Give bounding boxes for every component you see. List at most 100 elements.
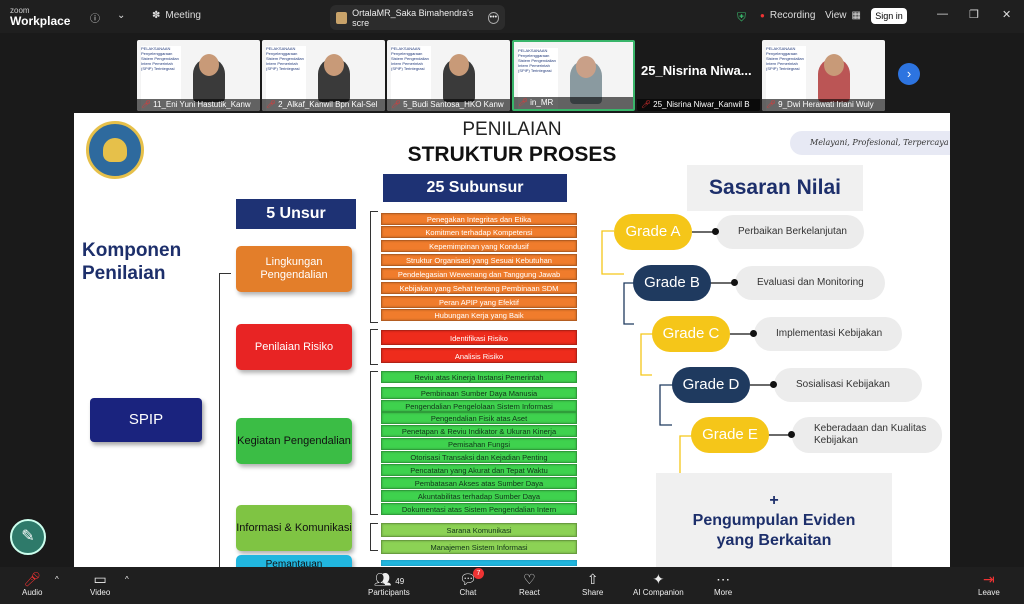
grade-b: Grade B [633, 265, 711, 301]
unsur-lingkungan: Lingkungan Pengendalian [236, 246, 352, 292]
participant-tile[interactable]: PELAKSANAAN Penyelenggaraan Sistem Penge… [762, 40, 885, 111]
grade-a: Grade A [614, 214, 692, 250]
meeting-icon: ✽ [152, 10, 161, 21]
meeting-tab[interactable]: ✽ Meeting [152, 10, 201, 21]
recording-label: Recording [769, 10, 816, 21]
subunsur-item: Manajemen Sistem Informasi [381, 540, 577, 554]
participant-head [824, 54, 844, 76]
ai-companion-button[interactable]: ✦ AI Companion [633, 570, 684, 597]
participant-name-text: 25_Nisrina Niwar_Kanwil B [653, 100, 750, 109]
leave-label: Leave [978, 588, 1000, 597]
recording-indicator[interactable]: ● Recording [760, 10, 815, 21]
participants-label: Participants [368, 588, 410, 597]
subunsur-item: Pemisahan Fungsi [381, 438, 577, 450]
more-button[interactable]: ⋯ More [714, 570, 732, 597]
brand-bottom: Workplace [10, 14, 71, 28]
unsur-informasi: Informasi & Komunikasi [236, 505, 352, 551]
sub-brace [370, 523, 378, 551]
restore-icon[interactable]: ❐ [969, 9, 979, 21]
mic-muted-icon: 🎤︎ [266, 100, 277, 109]
subunsur-item: Akuntabilitas terhadap Sumber Daya [381, 490, 577, 502]
grade-dot [731, 279, 738, 286]
participant-tile-active[interactable]: PELAKSANAAN Penyelenggaraan Sistem Penge… [512, 40, 635, 111]
participants-icon: 👥︎ 49 [373, 571, 405, 587]
video-label: Video [90, 588, 111, 597]
subunsur-item: Dokumentasi atas Sistem Pengendalian Int… [381, 503, 577, 515]
subunsur-item: Peran APIP yang Efektif [381, 296, 577, 308]
grade-dot [770, 381, 777, 388]
subunsur-item: Identifikasi Risiko [381, 330, 577, 345]
participant-name: 🎤︎5_Budi Santosa_HKO Kanw [387, 99, 510, 111]
participants-button[interactable]: 👥︎ 49 Participants [368, 570, 410, 597]
participant-tile[interactable]: PELAKSANAAN Penyelenggaraan Sistem Penge… [262, 40, 385, 111]
leave-button[interactable]: ⇥ Leave [978, 570, 1000, 597]
participant-name: 🎤︎9_Dwi Herawati Iriani Wuly [762, 99, 885, 111]
subunsur-header: 25 Subunsur [383, 174, 567, 202]
grade-b-desc: Evaluasi dan Monitoring [735, 266, 885, 300]
view-button[interactable]: View ▦ [825, 10, 861, 21]
share-button[interactable]: ⇧ Share [582, 570, 603, 597]
spip-box: SPIP [90, 398, 202, 442]
react-button[interactable]: ♡ React [519, 570, 540, 597]
mic-muted-icon: 🎤︎ [641, 100, 652, 109]
participant-tile[interactable]: PELAKSANAAN Penyelenggaraan Sistem Penge… [137, 40, 260, 111]
security-icon[interactable]: ⛨ [737, 10, 747, 24]
participant-name: 🎤︎in_MR [514, 97, 633, 109]
subunsur-item: Kebijakan yang Sehat tentang Pembinaan S… [381, 282, 577, 294]
more-icon: ⋯ [716, 571, 731, 587]
participant-tile[interactable]: PELAKSANAAN Penyelenggaraan Sistem Penge… [387, 40, 510, 111]
meeting-label: Meeting [165, 10, 201, 21]
video-options-chevron[interactable]: ^ [125, 575, 129, 584]
eviden-line2: yang Berkaitan [716, 532, 832, 549]
subunsur-item: Penegakan Integritas dan Etika [381, 213, 577, 225]
sub-brace [370, 211, 378, 323]
next-page-button[interactable]: › [898, 63, 920, 85]
participant-head [324, 54, 344, 76]
shared-screen-slide: Melayani, Profesional, Terpercaya PENILA… [74, 113, 950, 567]
subunsur-item: Pembatasan Akses atas Sumber Daya [381, 477, 577, 489]
subunsur-item: Pengendalian Fisik atas Aset [381, 412, 577, 424]
annotate-pen-button[interactable]: ✎ [10, 519, 46, 555]
mic-muted-icon: 🎤︎ [391, 100, 402, 109]
close-icon[interactable]: ✕ [1002, 9, 1012, 21]
ai-label: AI Companion [633, 588, 684, 597]
subunsur-item: Komitmen terhadap Kompetensi [381, 226, 577, 238]
info-icon[interactable]: ⓘ [90, 14, 100, 25]
share-tab[interactable]: OrtalaMR_Saka Bimahendra's scre ••• [330, 5, 505, 30]
chevron-down-icon[interactable]: ⌄ [117, 10, 126, 21]
motto: Melayani, Profesional, Terpercaya [790, 131, 950, 155]
react-label: React [519, 588, 540, 597]
audio-button[interactable]: 🎤︎ Audio [22, 570, 42, 597]
participants-count: 49 [395, 577, 405, 586]
participant-name: 🎤︎11_Eni Yuni Hastutik_Kanw [137, 99, 260, 111]
grade-a-desc: Perbaikan Berkelanjutan [716, 215, 864, 249]
mic-muted-icon: 🎤︎ [518, 98, 529, 107]
minimize-icon[interactable]: — [937, 8, 948, 20]
video-button[interactable]: ▭ Video [90, 570, 110, 597]
subunsur-item: Analisis Risiko [381, 348, 577, 363]
chat-icon: 💬︎ [459, 571, 477, 587]
unsur-header: 5 Unsur [236, 199, 356, 229]
subunsur-item: Hubungan Kerja yang Baik [381, 309, 577, 321]
participant-head [199, 54, 219, 76]
sign-in-button[interactable]: Sign in [871, 8, 907, 24]
grade-c-desc: Implementasi Kebijakan [754, 317, 902, 351]
audio-options-chevron[interactable]: ^ [55, 575, 59, 584]
eviden-box: + Pengumpulan Eviden yang Berkaitan [656, 473, 892, 567]
view-label: View [825, 10, 847, 21]
sub-brace [370, 329, 378, 365]
mic-muted-icon: 🎤︎ [766, 100, 777, 109]
participant-name-text: 11_Eni Yuni Hastutik_Kanw [153, 100, 251, 109]
share-icon: ⇧ [586, 571, 599, 587]
participant-head [576, 56, 596, 78]
participant-tile[interactable]: 🎤︎25_Nisrina Niwar_Kanwil B [637, 40, 760, 111]
zoom-logo: zoom Workplace [10, 5, 70, 27]
brand-top: zoom [10, 6, 30, 15]
chat-button[interactable]: 💬︎ 7 Chat [459, 568, 484, 597]
mic-muted-icon: 🎤︎ [141, 100, 152, 109]
eviden-plus: + [769, 492, 779, 509]
more-icon[interactable]: ••• [487, 11, 499, 24]
grid-icon: ▦ [851, 10, 861, 21]
subunsur-item: Otorisasi Transaksi dan Kejadian Penting [381, 451, 577, 463]
grade-d: Grade D [672, 367, 750, 403]
